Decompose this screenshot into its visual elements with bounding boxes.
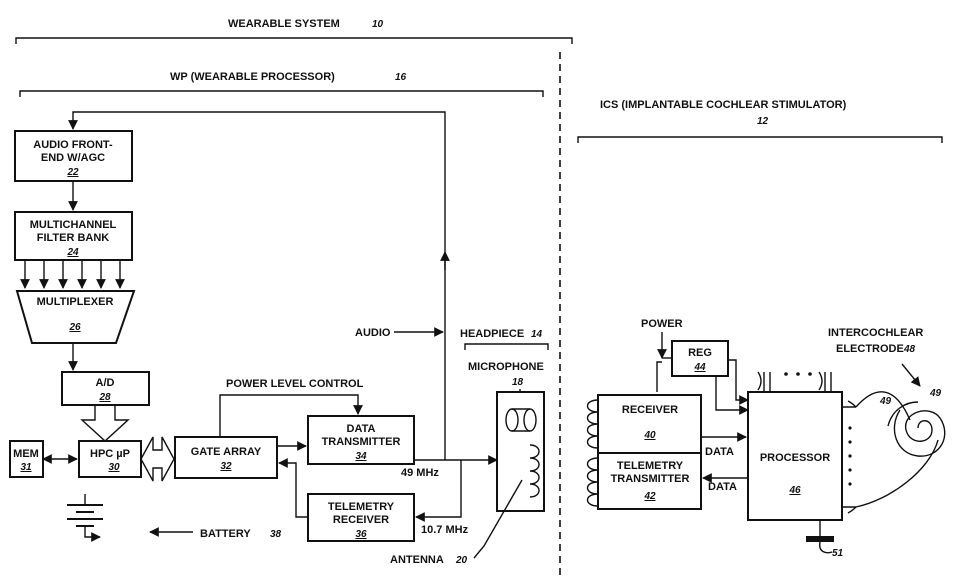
- antenna-label: ANTENNA: [390, 554, 444, 566]
- ref-49-b: 49: [929, 388, 942, 399]
- audio-front-end-block: AUDIO FRONT- END W/AGC 22: [14, 130, 133, 182]
- wp-ref: 16: [395, 72, 407, 83]
- ref-49-a: 49: [879, 396, 892, 407]
- filter-bank-line2: FILTER BANK: [37, 232, 110, 244]
- processor-label: PROCESSOR: [760, 452, 830, 464]
- data-transmitter-line1: DATA: [347, 423, 376, 435]
- telemetry-transmitter-line1: TELEMETRY: [617, 460, 684, 472]
- implant-receiver-coil-icon: [586, 399, 599, 449]
- receiver-block: RECEIVER 40: [597, 394, 702, 454]
- data-label-to-processor: DATA: [705, 446, 734, 458]
- audio-label: AUDIO: [355, 327, 391, 339]
- telemetry-receiver-line2: RECEIVER: [333, 514, 389, 526]
- data-transmitter-line2: TRANSMITTER: [322, 436, 401, 448]
- multiplexer-ref: 26: [68, 322, 81, 333]
- ics-ref: 12: [757, 116, 769, 127]
- data-transmitter-ref: 34: [355, 451, 367, 462]
- battery-label: BATTERY: [200, 528, 251, 540]
- ad-label: A/D: [96, 377, 115, 389]
- wearable-system-label: WEARABLE SYSTEM: [228, 18, 340, 30]
- freq-10-7-label: 10.7 MHz: [421, 524, 469, 536]
- filter-bank-ref: 24: [66, 247, 79, 258]
- mem-ref: 31: [20, 462, 32, 473]
- hpc-label: HPC µP: [90, 448, 130, 460]
- filter-bank-line1: MULTICHANNEL: [30, 219, 117, 231]
- receiver-ref: 40: [643, 430, 656, 441]
- telemetry-receiver-block: TELEMETRY RECEIVER 36: [307, 493, 415, 542]
- battery-ref: 38: [270, 529, 282, 540]
- antenna-coil-icon: [529, 444, 540, 498]
- cochlea-spiral-icon: [893, 409, 946, 457]
- filter-bank-block: MULTICHANNEL FILTER BANK 24: [14, 211, 133, 261]
- audio-front-end-line2: END W/AGC: [41, 152, 105, 164]
- power-label: POWER: [641, 318, 683, 330]
- mem-block: MEM 31: [9, 440, 44, 478]
- implant-telemetry-coil-icon: [586, 457, 599, 507]
- processor-ref: 46: [788, 485, 801, 496]
- audio-front-end-line1: AUDIO FRONT-: [33, 139, 113, 151]
- ground-ref: 51: [832, 548, 844, 559]
- hpc-gate-array-bus-arrow: [140, 436, 175, 482]
- battery-icon: [67, 494, 103, 542]
- microphone-ref: 18: [512, 377, 524, 388]
- headpiece-ref: 14: [531, 329, 543, 340]
- gate-array-block: GATE ARRAY 32: [174, 436, 278, 479]
- headpiece-label: HEADPIECE: [460, 328, 524, 340]
- telemetry-transmitter-ref: 42: [643, 491, 656, 502]
- microphone-label: MICROPHONE: [468, 361, 544, 373]
- processor-block: PROCESSOR 46: [747, 391, 843, 521]
- data-label-from-processor: DATA: [708, 481, 737, 493]
- electrode-label-line2: ELECTRODE: [836, 343, 904, 355]
- wearable-system-ref: 10: [372, 19, 384, 30]
- gate-array-label: GATE ARRAY: [191, 446, 262, 458]
- headpiece: HEADPIECE 14 MICROPHONE 18: [460, 328, 549, 512]
- electrode-label-line1: INTERCOCHLEAR: [828, 327, 923, 339]
- multiplexer-block: MULTIPLEXER 26: [15, 290, 136, 344]
- ground-electrode: 51: [806, 520, 844, 559]
- reg-block: REG 44: [671, 340, 729, 377]
- gate-array-ref: 32: [220, 461, 232, 472]
- ad-ref: 28: [98, 392, 111, 403]
- ad-converter-block: A/D 28: [61, 371, 150, 406]
- ad-to-hpc-bus-arrow: [80, 405, 130, 442]
- telemetry-transmitter-line2: TRANSMITTER: [611, 473, 690, 485]
- receiver-label: RECEIVER: [622, 404, 678, 416]
- data-transmitter-block: DATA TRANSMITTER 34: [307, 415, 415, 465]
- freq-49-label: 49 MHz: [401, 467, 439, 479]
- telemetry-receiver-line1: TELEMETRY: [328, 501, 395, 513]
- wp-label: WP (WEARABLE PROCESSOR): [170, 71, 335, 83]
- wp-header: WP (WEARABLE PROCESSOR) 16: [19, 71, 544, 97]
- power-level-control-label: POWER LEVEL CONTROL: [226, 378, 364, 390]
- top-capacitor-array: [757, 371, 832, 392]
- audio-front-end-ref: 22: [66, 167, 79, 178]
- reg-ref: 44: [693, 362, 706, 373]
- multiplexer-label: MULTIPLEXER: [37, 296, 114, 308]
- intercochlear-electrode: [855, 391, 946, 508]
- electrode-capacitor-array: [842, 400, 857, 514]
- ics-label: ICS (IMPLANTABLE COCHLEAR STIMULATOR): [600, 99, 847, 111]
- filter-channel-arrows: [20, 260, 125, 289]
- ics-header: ICS (IMPLANTABLE COCHLEAR STIMULATOR) 12: [577, 99, 943, 143]
- mem-label: MEM: [13, 448, 39, 460]
- hpc-ref: 30: [108, 462, 120, 473]
- wearable-system-header: WEARABLE SYSTEM 10: [15, 18, 573, 44]
- telemetry-transmitter-block: TELEMETRY TRANSMITTER 42: [597, 452, 702, 510]
- electrode-ref: 48: [903, 344, 916, 355]
- reg-label: REG: [688, 347, 712, 359]
- telemetry-receiver-ref: 36: [355, 529, 367, 540]
- hpc-processor-block: HPC µP 30: [78, 440, 142, 478]
- antenna-ref: 20: [455, 555, 468, 566]
